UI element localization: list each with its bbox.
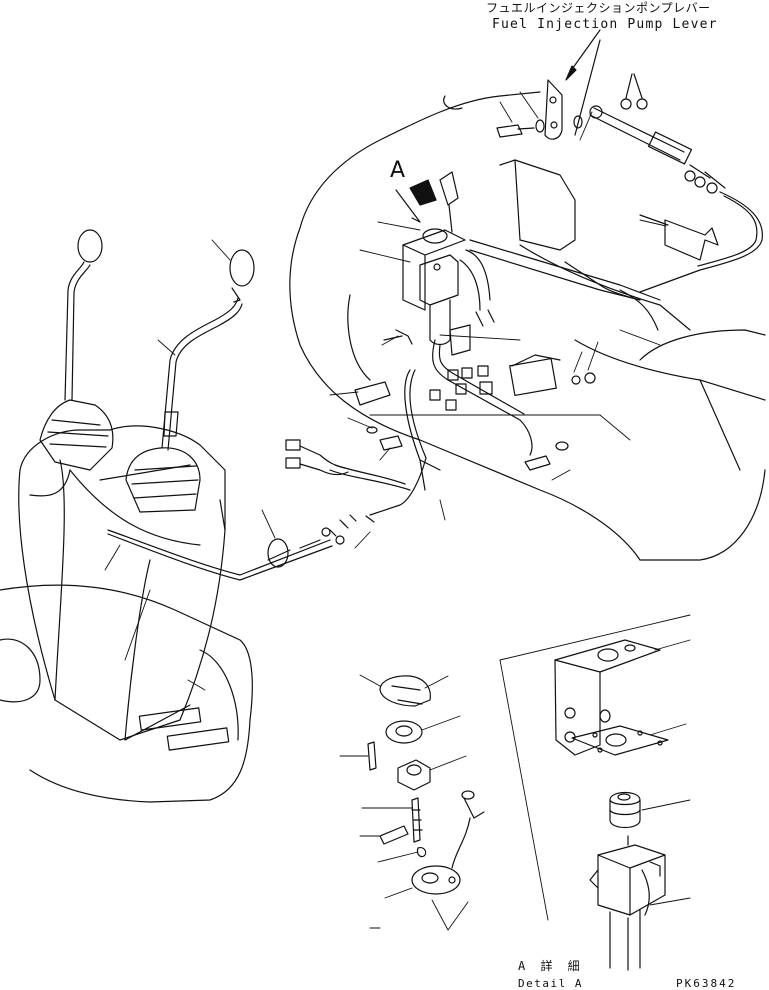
actuator-assembly [383,171,495,346]
callout-japanese-label: フュエルインジェクションポンプレバー [486,1,711,15]
detail-a-assembly [554,639,691,971]
leader-lines-upper [261,91,667,549]
engine-hood [289,91,766,561]
drawing-number-label: PK63842 [676,977,737,990]
view-marker-label: A [390,158,406,183]
callout-english-label: Fuel Injection Pump Lever [492,17,718,32]
detail-japanese-label: A 詳 細 [518,959,584,973]
pump-lever-linkage [496,29,763,293]
wire-harness [285,324,596,537]
exploded-parts [339,614,691,931]
control-console [0,229,375,803]
detail-english-label: Detail A [518,977,583,990]
